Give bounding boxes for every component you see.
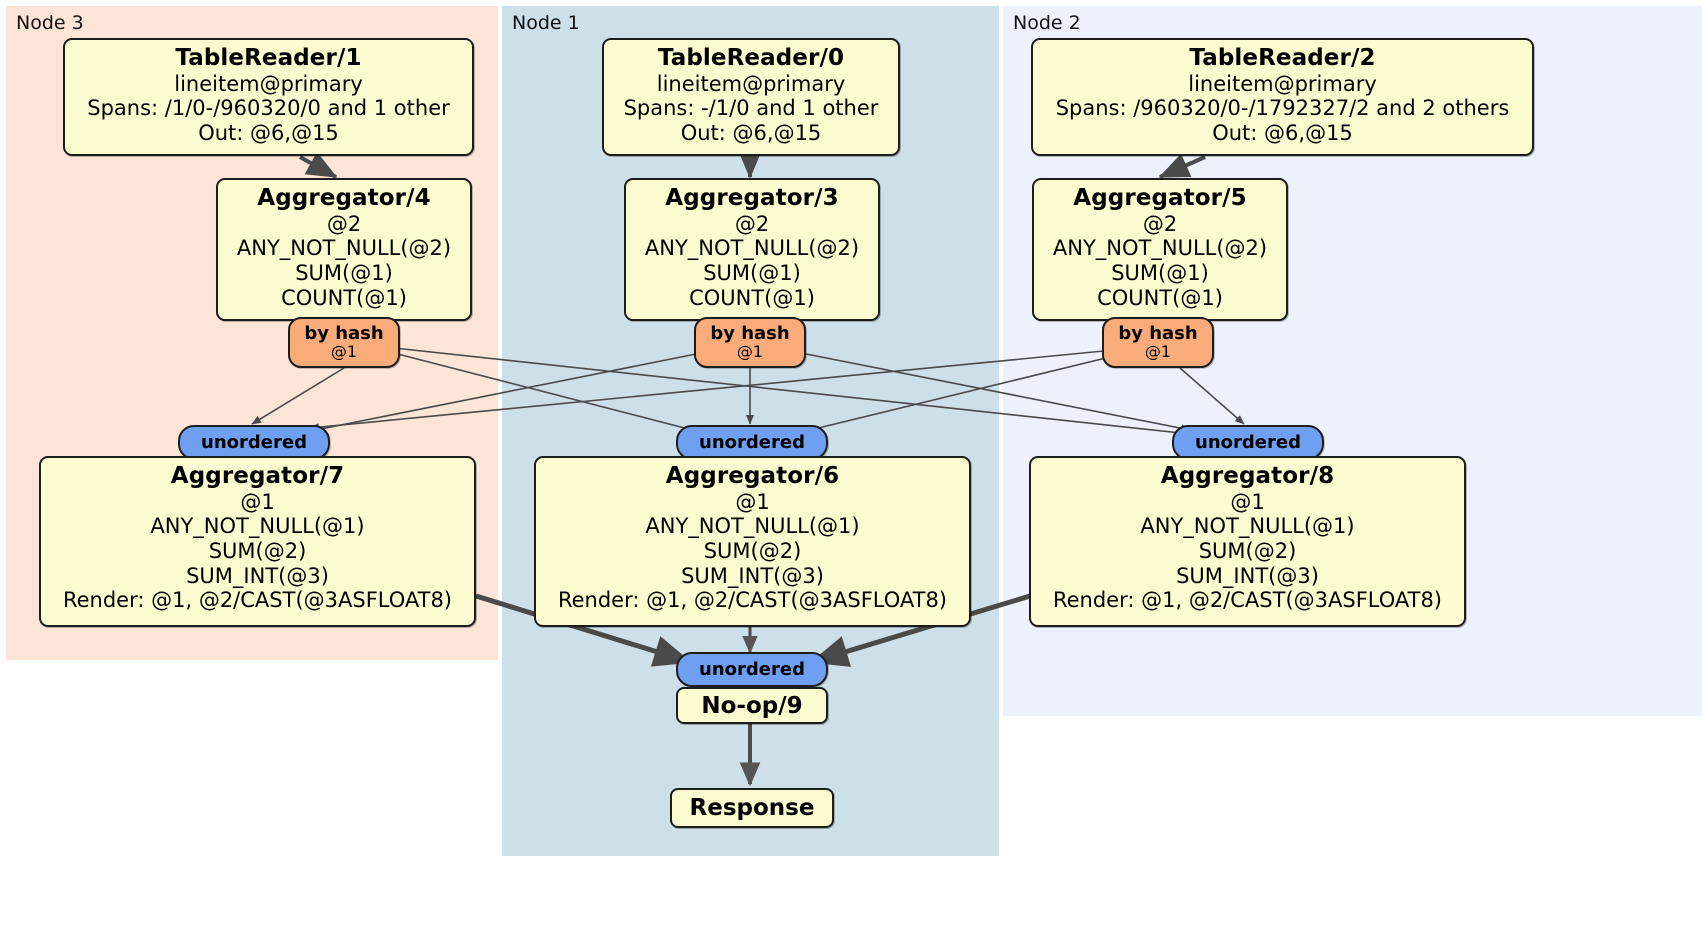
synchronizer-label: unordered <box>1195 431 1301 453</box>
processor-tablereader-2[interactable]: TableReader/2 lineitem@primary Spans: /9… <box>1031 38 1534 156</box>
router-column: @1 <box>736 342 764 362</box>
processor-line: @2 <box>326 211 362 236</box>
processor-line: ANY_NOT_NULL(@1) <box>150 514 365 539</box>
router-column: @1 <box>1144 342 1172 362</box>
router-column: @1 <box>330 342 358 362</box>
processor-tablereader-0[interactable]: TableReader/0 lineitem@primary Spans: -/… <box>602 38 900 156</box>
processor-aggregator-4[interactable]: Aggregator/4 @2 ANY_NOT_NULL(@2) SUM(@1)… <box>216 178 472 321</box>
processor-title: Response <box>689 795 815 821</box>
processor-line: SUM_INT(@3) <box>681 563 824 588</box>
input-synchronizer-unordered-aggregator-6[interactable]: unordered <box>676 425 828 460</box>
processor-line: ANY_NOT_NULL(@2) <box>236 236 452 261</box>
processor-line: @2 <box>734 211 770 236</box>
processor-line: lineitem@primary <box>174 71 363 96</box>
processor-title: Aggregator/3 <box>665 185 839 211</box>
processor-line: @1 <box>1230 489 1265 514</box>
processor-line: @2 <box>1142 211 1178 236</box>
cluster-label-node-1: Node 1 <box>512 12 580 34</box>
processor-aggregator-5[interactable]: Aggregator/5 @2 ANY_NOT_NULL(@2) SUM(@1)… <box>1032 178 1288 321</box>
processor-line: @1 <box>240 489 275 514</box>
processor-title: Aggregator/8 <box>1160 463 1335 489</box>
processor-noop-9[interactable]: No-op/9 <box>676 687 828 724</box>
processor-title: Aggregator/7 <box>170 463 345 489</box>
processor-title: Aggregator/5 <box>1073 185 1247 211</box>
processor-title: No-op/9 <box>701 692 803 719</box>
processor-line: Out: @6,@15 <box>1212 121 1353 146</box>
processor-title: TableReader/0 <box>657 45 845 71</box>
router-label: by hash <box>304 323 384 345</box>
processor-line: Out: @6,@15 <box>198 121 339 146</box>
processor-line: @1 <box>735 489 770 514</box>
processor-line: COUNT(@1) <box>689 285 815 310</box>
processor-line: Spans: /960320/0-/1792327/2 and 2 others <box>1055 96 1510 121</box>
processor-title: TableReader/2 <box>1189 45 1376 71</box>
processor-line: COUNT(@1) <box>281 285 407 310</box>
output-router-by-hash-aggregator-4[interactable]: by hash @1 <box>288 317 400 368</box>
router-label: by hash <box>710 323 790 345</box>
processor-line: SUM(@1) <box>703 261 801 286</box>
processor-aggregator-3[interactable]: Aggregator/3 @2 ANY_NOT_NULL(@2) SUM(@1)… <box>624 178 880 321</box>
processor-line: Out: @6,@15 <box>680 121 822 146</box>
processor-line: ANY_NOT_NULL(@2) <box>1052 236 1268 261</box>
router-label: by hash <box>1118 323 1198 345</box>
processor-line: Render: @1, @2/CAST(@3ASFLOAT8) <box>1052 588 1443 613</box>
cluster-label-node-2: Node 2 <box>1013 12 1081 34</box>
processor-aggregator-8[interactable]: Aggregator/8 @1 ANY_NOT_NULL(@1) SUM(@2)… <box>1029 456 1466 627</box>
input-synchronizer-unordered-aggregator-7[interactable]: unordered <box>178 425 330 460</box>
processor-title: TableReader/1 <box>175 45 362 71</box>
processor-line: lineitem@primary <box>656 71 846 96</box>
processor-line: SUM(@2) <box>1198 539 1297 564</box>
processor-aggregator-7[interactable]: Aggregator/7 @1 ANY_NOT_NULL(@1) SUM(@2)… <box>39 456 476 627</box>
processor-line: Spans: -/1/0 and 1 other <box>623 96 879 121</box>
processor-line: SUM_INT(@3) <box>186 563 329 588</box>
processor-title: Aggregator/6 <box>665 463 840 489</box>
processor-title: Aggregator/4 <box>257 185 431 211</box>
output-router-by-hash-aggregator-3[interactable]: by hash @1 <box>694 317 806 368</box>
processor-line: ANY_NOT_NULL(@2) <box>644 236 860 261</box>
synchronizer-label: unordered <box>699 431 805 453</box>
processor-line: ANY_NOT_NULL(@1) <box>645 514 860 539</box>
input-synchronizer-unordered-aggregator-8[interactable]: unordered <box>1172 425 1324 460</box>
output-router-by-hash-aggregator-5[interactable]: by hash @1 <box>1102 317 1214 368</box>
processor-line: Render: @1, @2/CAST(@3ASFLOAT8) <box>62 588 453 613</box>
processor-aggregator-6[interactable]: Aggregator/6 @1 ANY_NOT_NULL(@1) SUM(@2)… <box>534 456 971 627</box>
synchronizer-label: unordered <box>201 431 307 453</box>
processor-line: Spans: /1/0-/960320/0 and 1 other <box>87 96 450 121</box>
processor-line: SUM_INT(@3) <box>1176 563 1319 588</box>
processor-tablereader-1[interactable]: TableReader/1 lineitem@primary Spans: /1… <box>63 38 474 156</box>
input-synchronizer-unordered-noop-9[interactable]: unordered <box>676 652 828 687</box>
processor-line: Render: @1, @2/CAST(@3ASFLOAT8) <box>557 588 948 613</box>
processor-line: SUM(@1) <box>295 261 393 286</box>
processor-line: SUM(@1) <box>1111 261 1209 286</box>
processor-line: SUM(@2) <box>208 539 307 564</box>
processor-line: lineitem@primary <box>1188 71 1377 96</box>
processor-line: SUM(@2) <box>703 539 802 564</box>
processor-line: COUNT(@1) <box>1097 285 1223 310</box>
processor-response[interactable]: Response <box>670 788 834 828</box>
processor-line: ANY_NOT_NULL(@1) <box>1140 514 1355 539</box>
synchronizer-label: unordered <box>699 658 805 680</box>
cluster-label-node-3: Node 3 <box>16 12 84 34</box>
